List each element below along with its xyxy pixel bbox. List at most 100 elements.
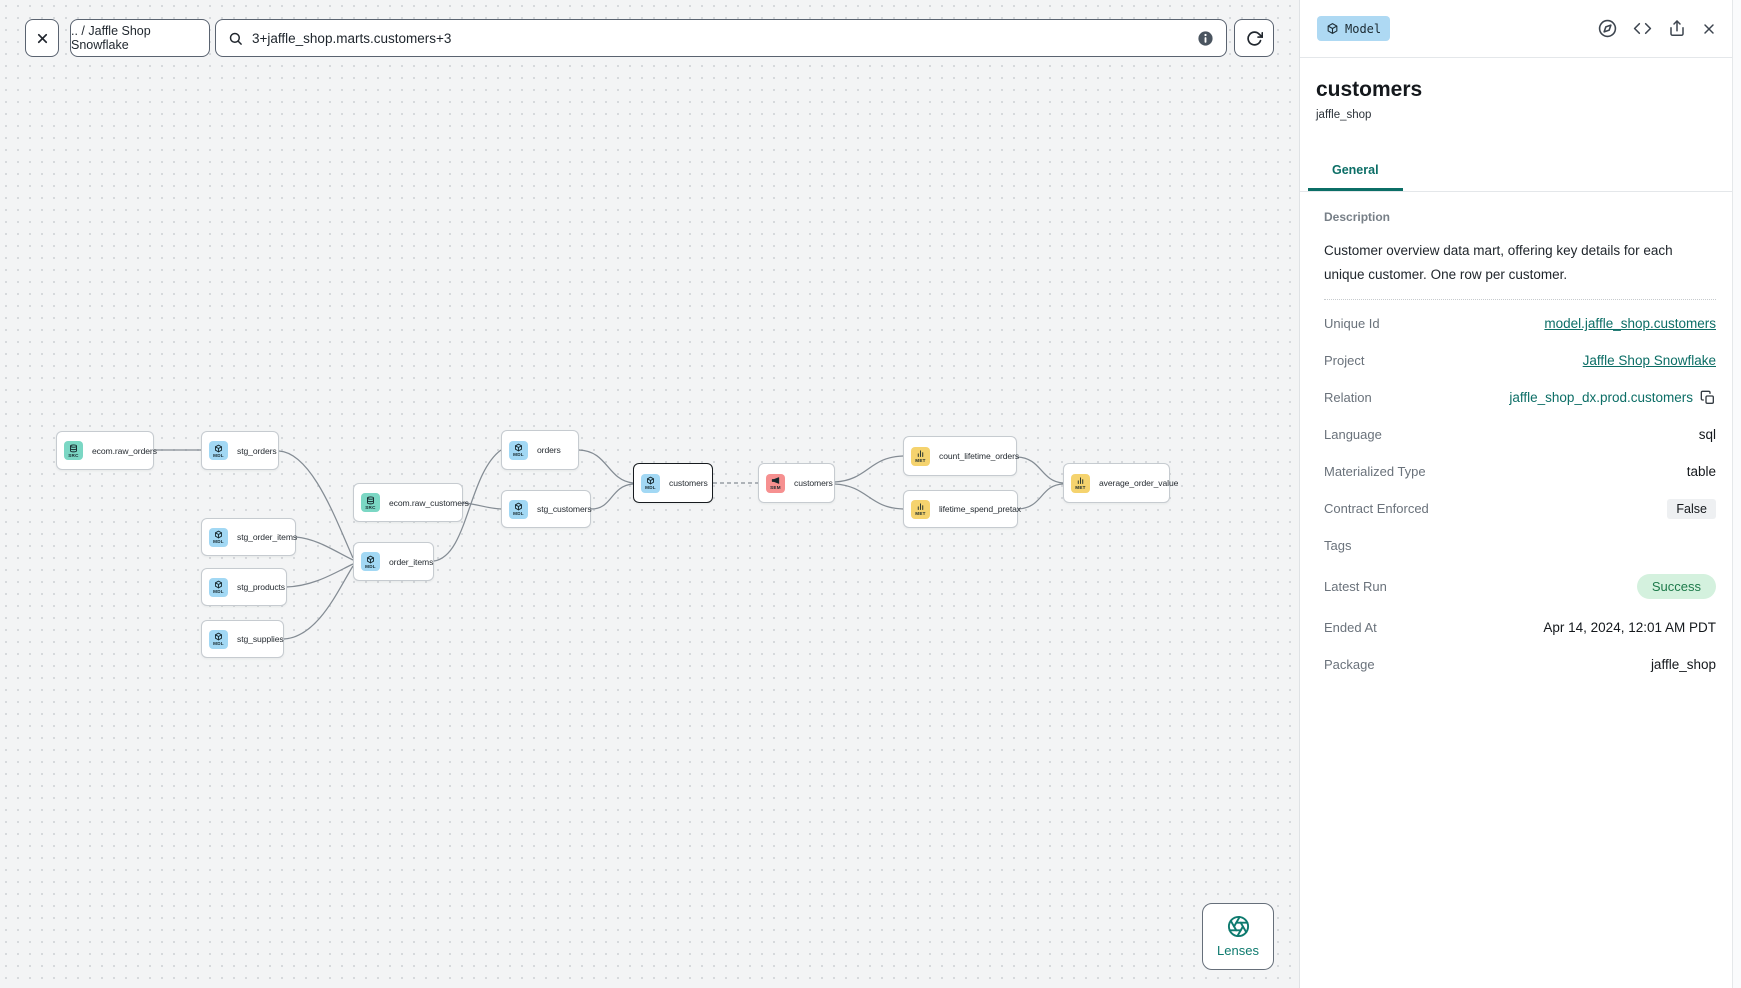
resource-type-label: Model <box>1345 21 1382 36</box>
field-label: Project <box>1324 353 1365 368</box>
node-label: orders <box>537 445 561 455</box>
page-title: customers <box>1316 78 1423 101</box>
node-label: customers <box>669 478 708 488</box>
node-label: stg_order_items <box>237 532 298 542</box>
graph-node-stg-customers[interactable]: MDL stg_customers <box>501 490 592 528</box>
search-input[interactable] <box>252 30 1188 46</box>
graph-node-order-items[interactable]: MDL order_items <box>353 542 434 581</box>
badge-type-label: SRC <box>365 504 376 510</box>
field-label: Language <box>1324 427 1382 442</box>
close-icon <box>35 31 50 46</box>
met-badge: MET <box>1071 473 1090 493</box>
badge-type-label: MDL <box>513 511 524 516</box>
node-label: customers <box>794 478 833 488</box>
database-icon <box>366 495 375 505</box>
cube-icon <box>214 444 223 453</box>
lenses-button[interactable]: Lenses <box>1202 903 1274 970</box>
lineage-edges <box>154 449 1064 640</box>
bar-chart-icon <box>1076 476 1085 485</box>
field-value: jaffle_shop_dx.prod.customers <box>1509 390 1716 406</box>
breadcrumb[interactable]: .. / Jaffle Shop Snowflake <box>70 19 210 57</box>
badge-type-label: MDL <box>645 485 656 490</box>
resource-type-badge: Model <box>1317 16 1391 41</box>
field-value: Success <box>1636 574 1716 599</box>
field-row-unique-id: Unique Id model.jaffle_shop.customers <box>1324 305 1716 342</box>
edge-stg-customers-to-customers <box>590 483 634 510</box>
tab-general[interactable]: General <box>1308 153 1403 191</box>
node-label: lifetime_spend_pretax <box>939 504 1021 514</box>
edge-lifetime-spend-pretax-to-average-order-value <box>1017 483 1064 510</box>
graph-node-stg-supplies[interactable]: MDL stg_supplies <box>201 620 284 658</box>
node-label: ecom.raw_orders <box>92 445 157 456</box>
code-icon[interactable] <box>1632 19 1653 38</box>
lineage-search[interactable] <box>215 19 1227 57</box>
panel-header-actions <box>1598 19 1717 38</box>
badge-type-label: MDL <box>213 539 224 544</box>
graph-node-ecom-raw-orders[interactable]: SRC ecom.raw_orders <box>56 431 157 470</box>
edge-stg-supplies-to-order-items <box>283 565 354 640</box>
graph-node-orders[interactable]: MDL orders <box>501 430 579 470</box>
field-label: Relation <box>1324 390 1372 405</box>
field-label: Contract Enforced <box>1324 501 1429 516</box>
edge-customers-semantic-to-lifetime-spend-pretax <box>834 483 904 510</box>
close-panel-icon[interactable] <box>1701 21 1717 37</box>
field-label: Ended At <box>1324 620 1377 635</box>
share-icon[interactable] <box>1668 19 1686 38</box>
field-label: Unique Id <box>1324 316 1380 331</box>
badge-type-label: MDL <box>213 452 224 458</box>
node-label: stg_orders <box>237 445 277 456</box>
edge-orders-to-customers <box>578 449 634 484</box>
node-label: stg_customers <box>537 504 592 514</box>
refresh-button[interactable] <box>1234 19 1274 57</box>
mdl-badge: MDL <box>209 527 228 547</box>
description-text: Customer overview data mart, offering ke… <box>1324 243 1673 282</box>
lenses-label: Lenses <box>1217 943 1259 958</box>
badge-type-label: MDL <box>513 452 524 457</box>
field-value[interactable]: Jaffle Shop Snowflake <box>1582 353 1716 368</box>
field-value[interactable]: model.jaffle_shop.customers <box>1544 316 1716 331</box>
close-lineage-button[interactable] <box>25 19 59 57</box>
edge-stg-orders-to-order-items <box>278 450 354 559</box>
edge-stg-order-items-to-order-items <box>295 536 354 561</box>
node-label: stg_supplies <box>237 634 284 644</box>
mdl-badge: MDL <box>361 552 380 571</box>
search-icon <box>228 31 243 46</box>
cube-icon <box>214 580 223 589</box>
graph-node-stg-products[interactable]: MDL stg_products <box>201 568 287 606</box>
edge-customers-semantic-to-count-lifetime-orders <box>834 455 904 483</box>
badge-type-label: SRC <box>68 452 79 458</box>
field-value: jaffle_shop <box>1650 657 1716 672</box>
badge-type-label: MDL <box>213 641 224 646</box>
cube-icon <box>514 443 523 452</box>
copy-icon[interactable] <box>1700 390 1716 406</box>
graph-node-customers[interactable]: MDL customers <box>633 463 713 503</box>
panel-scrollbar[interactable] <box>1732 0 1741 988</box>
badge-type-label: MDL <box>213 589 224 594</box>
breadcrumb-label: .. / Jaffle Shop Snowflake <box>71 24 151 52</box>
bar-chart-icon <box>916 449 925 458</box>
badge-type-label: MET <box>1075 485 1086 490</box>
node-label: stg_products <box>237 582 286 592</box>
description-label: Description <box>1324 210 1391 224</box>
info-icon[interactable] <box>1197 30 1214 47</box>
field-value: table <box>1686 464 1716 479</box>
package-subtitle: jaffle_shop <box>1316 109 1372 121</box>
explore-compass-icon[interactable] <box>1598 19 1617 38</box>
graph-node-stg-order-items[interactable]: MDL stg_order_items <box>201 518 298 556</box>
field-row-relation: Relation jaffle_shop_dx.prod.customers <box>1324 379 1716 416</box>
graph-node-customers-semantic[interactable]: SEM customers <box>758 463 835 503</box>
database-icon <box>69 443 78 453</box>
node-label: count_lifetime_orders <box>939 451 1020 461</box>
node-label: order_items <box>389 556 434 567</box>
sem-badge: SEM <box>766 473 785 493</box>
graph-node-stg-orders[interactable]: MDL stg_orders <box>201 431 279 470</box>
